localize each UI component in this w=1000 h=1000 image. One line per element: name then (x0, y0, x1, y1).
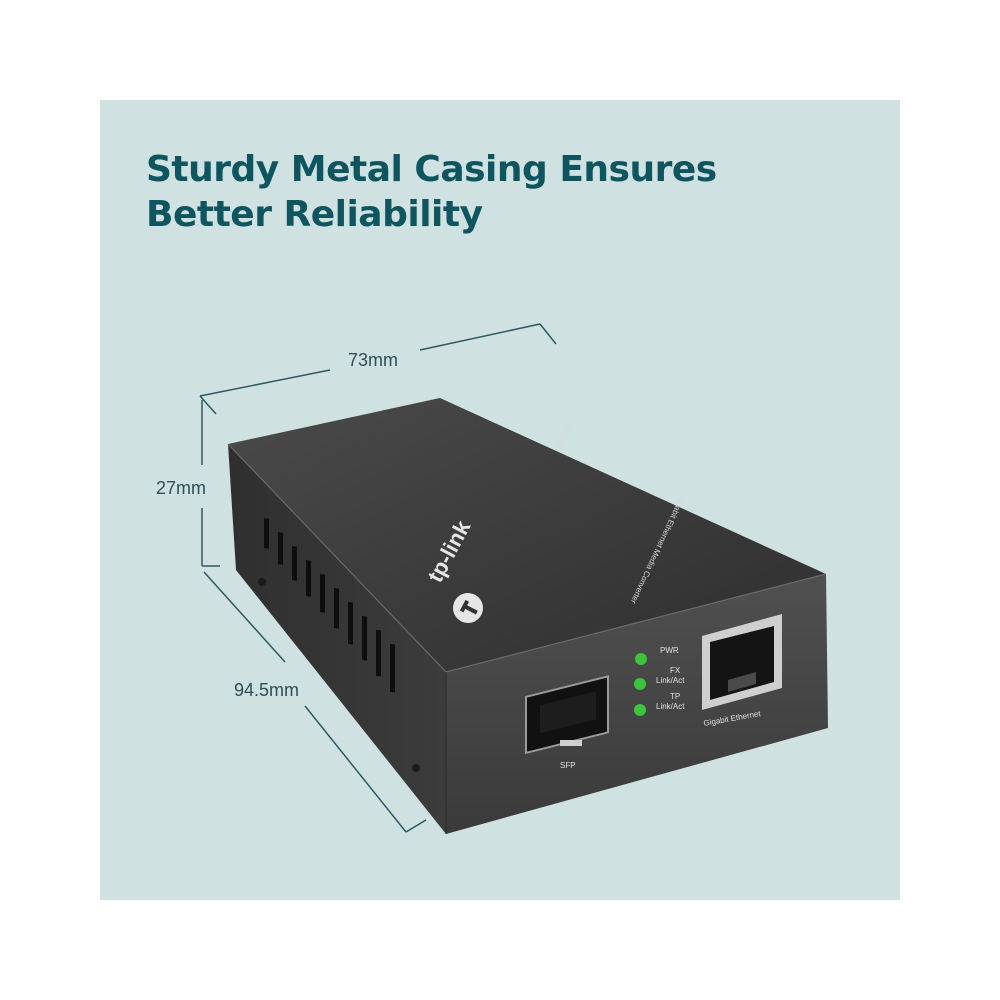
headline: Sturdy Metal Casing Ensures Better Relia… (146, 147, 717, 237)
led-pwr (635, 653, 647, 665)
headline-line-1: Sturdy Metal Casing Ensures (146, 149, 717, 190)
ventilation-slots (264, 518, 395, 693)
led-pwr-label: PWR (660, 646, 679, 655)
rj45-port[interactable] (702, 614, 782, 710)
led-tp-label-2: Link/Act (656, 702, 685, 711)
sfp-port[interactable] (525, 675, 609, 755)
led-fx (634, 678, 646, 690)
dimension-width-label: 73mm (348, 350, 399, 370)
model-number-text: MC220L (553, 421, 574, 453)
dimension-height-line (201, 400, 220, 567)
status-leds (634, 653, 647, 716)
led-tp-label-1: TP (670, 692, 680, 701)
dimension-depth-line (203, 571, 427, 833)
sfp-port-label: SFP (560, 761, 576, 770)
dimension-depth-label: 94.5mm (234, 680, 300, 700)
device-top-panel (228, 398, 826, 672)
side-screw-2 (412, 764, 420, 772)
led-fx-label-1: FX (670, 666, 681, 675)
led-tp (634, 704, 646, 716)
dimension-height-label: 27mm (156, 478, 207, 498)
headline-line-2: Better Reliability (146, 194, 483, 235)
tp-link-logo-icon (453, 593, 483, 623)
led-fx-label-2: Link/Act (656, 676, 685, 685)
side-screw-1 (258, 578, 266, 586)
dimension-width-line (199, 323, 557, 415)
